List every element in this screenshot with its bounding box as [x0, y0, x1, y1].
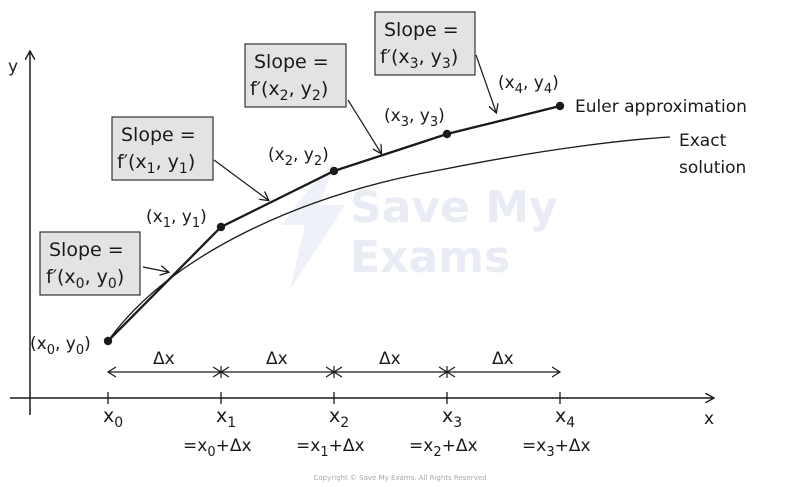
slope-arrow-2: [347, 99, 381, 153]
slope-box-3-line2: f′(x3, y3): [380, 46, 458, 72]
step-label-4: Δx: [492, 349, 514, 369]
exact-label-line1: Exact: [679, 131, 727, 151]
y-axis-label: y: [8, 57, 18, 77]
point-label-1: (x1, y1): [146, 207, 207, 231]
tick-label-0: x0: [103, 405, 123, 431]
x-axis-label: x: [704, 409, 714, 429]
step-label-3: Δx: [379, 349, 401, 369]
point-label-4: (x4, y4): [498, 73, 559, 97]
euler-points: [103, 101, 565, 346]
tick-formula-4: =x3+Δx: [522, 436, 591, 460]
tick-label-4: x4: [555, 405, 575, 431]
tick-formula-2: =x1+Δx: [296, 436, 365, 460]
tick-formula-3: =x2+Δx: [409, 436, 478, 460]
step-label-2: Δx: [266, 349, 288, 369]
slope-box-0-line2: f′(x0, y0): [46, 266, 124, 292]
tick-label-1: x1: [216, 405, 236, 431]
point-3: [442, 129, 452, 139]
slope-arrow-3: [475, 54, 496, 112]
slope-box-2-line1: Slope =: [254, 51, 329, 73]
watermark-line2: Exams: [350, 232, 510, 283]
step-label-1: Δx: [153, 349, 175, 369]
slope-arrow-0: [142, 267, 168, 272]
slope-arrow-1: [213, 159, 268, 200]
point-label-2: (x2, y2): [268, 145, 329, 169]
watermark: Save My Exams: [282, 160, 558, 290]
euler-label: Euler approximation: [575, 97, 747, 117]
point-2: [329, 166, 339, 176]
slope-box-0-line1: Slope =: [49, 239, 124, 261]
point-1: [216, 222, 226, 232]
exact-label-line2: solution: [679, 158, 746, 178]
watermark-bolt-icon: [282, 160, 345, 290]
slope-box-1-line2: f′(x1, y1): [117, 151, 195, 177]
slope-box-1-line1: Slope =: [121, 124, 196, 146]
slope-box-1: Slope = f′(x1, y1): [111, 116, 214, 181]
slope-box-2-line2: f′(x2, y2): [250, 78, 328, 104]
point-4: [555, 101, 565, 111]
copyright-text: Copyright © Save My Exams. All Rights Re…: [313, 474, 486, 482]
slope-box-3: Slope = f′(x3, y3): [374, 11, 476, 76]
tick-label-2: x2: [329, 405, 349, 431]
exact-solution-curve: [107, 136, 671, 342]
x-ticks: [107, 392, 561, 404]
tick-labels: x0 x1 x2 x3 x4: [103, 405, 575, 431]
slope-box-2: Slope = f′(x2, y2): [244, 43, 347, 108]
axes: x y: [8, 52, 714, 429]
tick-formula-1: =x0+Δx: [183, 436, 252, 460]
step-arrows: Δx Δx Δx Δx: [106, 349, 562, 378]
slope-box-0: Slope = f′(x0, y0): [39, 231, 141, 296]
point-label-0: (x0, y0): [30, 334, 91, 358]
watermark-line1: Save My: [350, 182, 558, 233]
tick-label-3: x3: [442, 405, 462, 431]
point-0: [103, 336, 113, 346]
tick-formulas: =x0+Δx =x1+Δx =x2+Δx =x3+Δx: [183, 436, 591, 460]
point-label-3: (x3, y3): [384, 106, 445, 130]
slope-box-3-line1: Slope =: [384, 19, 459, 41]
